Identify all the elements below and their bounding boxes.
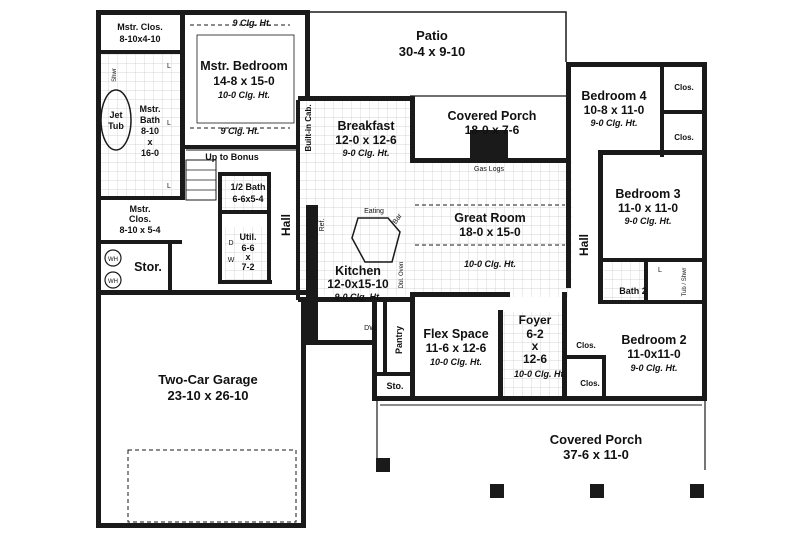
bedroom4-ceiling: 9-0 Clg. Ht. [590, 118, 637, 128]
covered-porch-front-name: Covered Porch [550, 432, 643, 447]
wh2-label: WH [108, 279, 118, 285]
garage-size: 23-10 x 26-10 [168, 388, 249, 403]
linen-l2: L [167, 120, 171, 127]
bedroom3-ceiling: 9-0 Clg. Ht. [624, 216, 671, 226]
kitchen-ceiling: 9-0 Clg. Ht. [334, 292, 381, 302]
util-d: D [228, 240, 233, 247]
bedroom2-size: 11-0x11-0 [627, 347, 681, 361]
great-room-ceiling: 10-0 Clg. Ht. [464, 259, 516, 269]
covered-porch-front-size: 37-6 x 11-0 [563, 447, 629, 462]
hall-left: Hall [279, 214, 293, 236]
mstr-clos-top-name: Mstr. Clos. [117, 22, 163, 32]
flex-space-ceiling: 10-0 Clg. Ht. [430, 357, 482, 367]
covered-porch-rear-size: 18-0 x 7-6 [465, 123, 520, 137]
mstr-bedroom-ceiling: 10-0 Clg. Ht. [218, 90, 270, 100]
foyer-size1: 6-2 [526, 327, 544, 341]
flex-space-size: 11-6 x 12-6 [426, 341, 487, 355]
bedroom4-size: 10-8 x 11-0 [584, 103, 645, 117]
mstr-bath-name: Mstr. [139, 104, 160, 114]
ceiling-9-mid: 9 Clg. Ht. [220, 126, 259, 136]
jet-tub-line1: Jet [109, 110, 122, 120]
gas-logs: Gas Logs [474, 166, 504, 173]
half-bath-size: 6-6x5-4 [232, 194, 263, 204]
great-room-size: 18-0 x 15-0 [459, 225, 521, 239]
breakfast-name: Breakfast [338, 119, 396, 133]
foyer-name: Foyer [519, 313, 552, 327]
linen-l3: L [167, 183, 171, 190]
bedroom2-ceiling: 9-0 Clg. Ht. [630, 363, 677, 373]
built-in-cab: Built-in Cab. [304, 104, 313, 151]
mstr-clos-bottom-size: 8-10 x 5-4 [119, 225, 160, 235]
jet-tub-line2: Tub [108, 121, 124, 131]
bedroom4-name: Bedroom 4 [581, 89, 646, 103]
pantry-name: Pantry [394, 326, 404, 354]
patio-name: Patio [416, 28, 448, 43]
dbl-oven-label: Dbl. Oven [399, 262, 405, 289]
util-w: W [228, 257, 235, 264]
clos-b2-right: Clos. [580, 379, 600, 388]
clos-b4-top: Clos. [674, 83, 694, 92]
bath2-name: Bath 2 [619, 286, 647, 296]
tub-shwr-label: Tub / Shwr [682, 268, 688, 297]
patio-size: 30-4 x 9-10 [399, 44, 466, 59]
bedroom2-name: Bedroom 2 [621, 333, 686, 347]
foyer-size3: 12-6 [523, 352, 547, 366]
util-size2: x [245, 252, 250, 262]
kitchen-size: 12-0x15-10 [327, 277, 389, 291]
linen-l1: L [167, 63, 171, 70]
ref-label: Ref. [319, 219, 326, 232]
great-room-name: Great Room [454, 211, 526, 225]
mstr-bath-name2: Bath [140, 115, 160, 125]
foyer-size2: x [532, 339, 539, 353]
wh1-label: WH [108, 257, 118, 263]
kitchen-name: Kitchen [335, 264, 381, 278]
garage-name: Two-Car Garage [158, 372, 257, 387]
breakfast-ceiling: 9-0 Clg. Ht. [342, 148, 389, 158]
mstr-bath-size3: 16-0 [141, 148, 159, 158]
flex-space-name: Flex Space [423, 327, 488, 341]
ceiling-9-top: 9 Clg. Ht. [232, 18, 271, 28]
clos-b2-left: Clos. [576, 341, 596, 350]
sto-name: Sto. [387, 381, 404, 391]
mstr-bath-size1: 8-10 [141, 126, 159, 136]
mstr-clos-bottom-name2: Clos. [129, 214, 151, 224]
shwr-label: Shwr [112, 68, 118, 82]
mstr-clos-bottom-name: Mstr. [129, 204, 150, 214]
breakfast-size: 12-0 x 12-6 [335, 133, 397, 147]
stor-name: Stor. [134, 260, 162, 274]
half-bath-name: 1/2 Bath [230, 182, 265, 192]
clos-b4-bottom: Clos. [674, 133, 694, 142]
hall-right: Hall [577, 234, 591, 256]
util-name: Util. [240, 232, 257, 242]
mstr-bedroom-name: Mstr. Bedroom [200, 59, 288, 73]
covered-porch-rear-name: Covered Porch [448, 109, 537, 123]
util-size3: 7-2 [241, 262, 254, 272]
foyer-ceiling: 10-0 Clg. Ht. [514, 369, 566, 379]
dw-label: DW [364, 325, 376, 332]
eating-label: Eating [364, 208, 384, 215]
bedroom3-size: 11-0 x 11-0 [618, 201, 678, 215]
up-to-bonus: Up to Bonus [205, 152, 259, 162]
linen-l4: L [658, 267, 662, 274]
walls [96, 10, 707, 528]
tile-floors [100, 52, 646, 399]
bedroom3-name: Bedroom 3 [615, 187, 680, 201]
util-size1: 6-6 [241, 243, 254, 253]
mstr-bedroom-size: 14-8 x 15-0 [213, 74, 275, 88]
mstr-clos-top-size: 8-10x4-10 [119, 34, 160, 44]
mstr-bath-size2: x [147, 137, 152, 147]
room-labels: Patio 30-4 x 9-10 Mstr. Clos. 8-10x4-10 … [108, 18, 694, 462]
outline-lines [100, 11, 706, 523]
